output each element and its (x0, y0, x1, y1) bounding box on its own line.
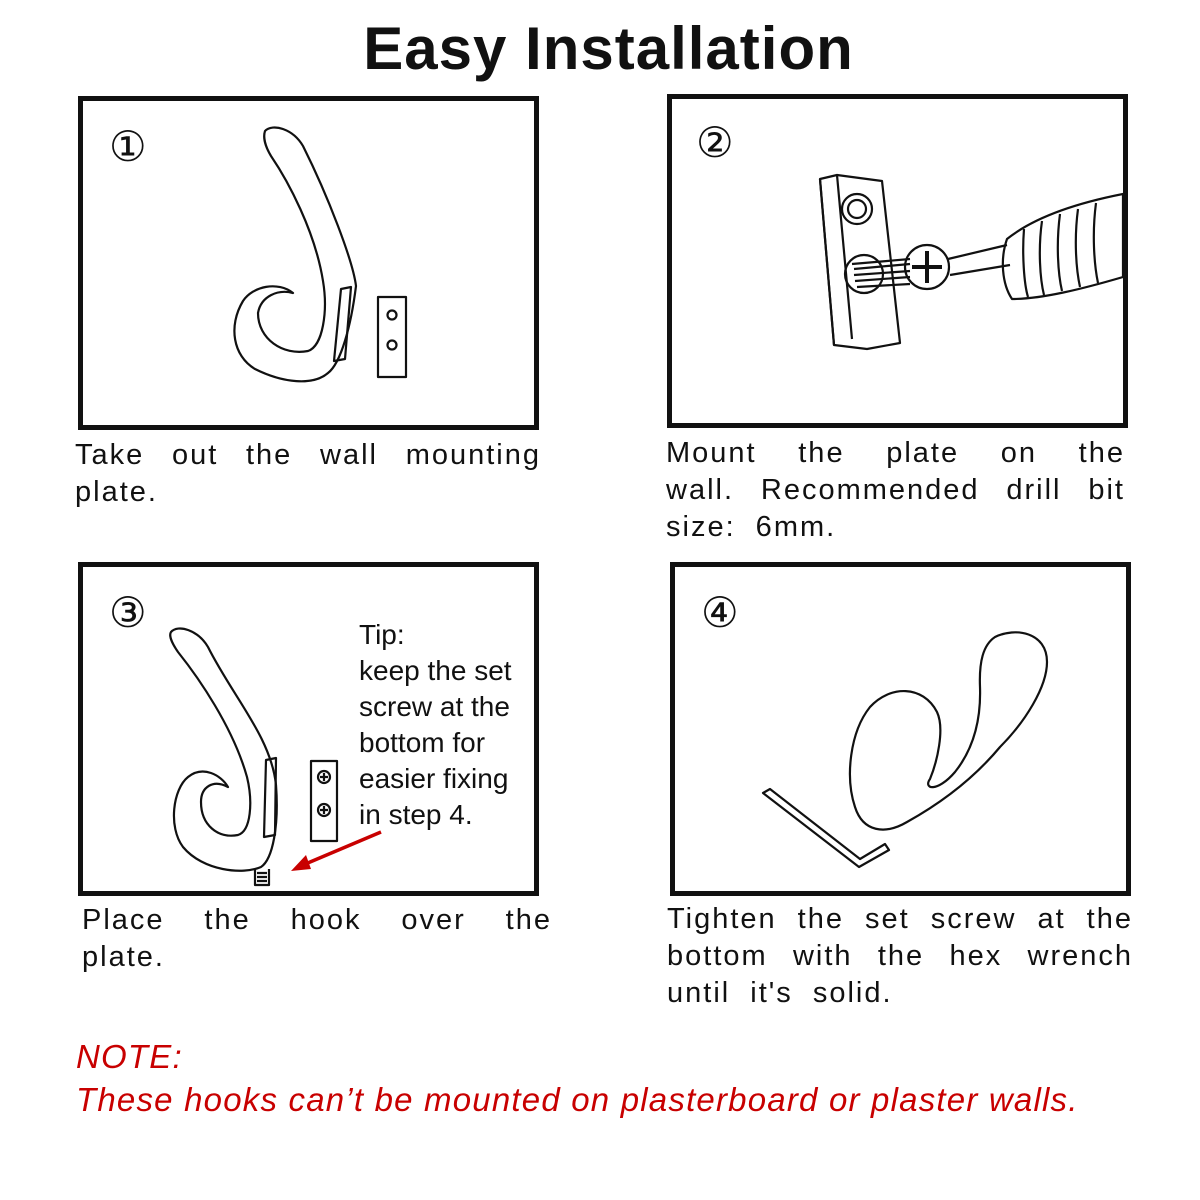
plate-hole-icon (840, 192, 874, 226)
plate-hole-icon (386, 309, 398, 321)
note-label: NOTE: (76, 1038, 183, 1075)
step-1-panel: ① (78, 96, 539, 430)
tip-line: Tip: (359, 619, 405, 650)
tip-line: easier fixing (359, 763, 509, 794)
warning-note: NOTE: These hooks can’t be mounted on pl… (76, 1035, 1079, 1121)
step-4-panel: ④ (670, 562, 1131, 896)
step-4-caption: Tighten the set screw at the bottom with… (667, 903, 1133, 1009)
plate-hole-icon (386, 339, 398, 351)
screw-head-icon (903, 243, 951, 291)
step-4-illustration (761, 631, 1049, 869)
hook-slot-icon (332, 285, 353, 363)
step-3-tip: Tip: keep the set screw at the bottom fo… (359, 617, 512, 833)
screw-head-icon (316, 802, 332, 818)
tip-line: keep the set (359, 655, 512, 686)
step-3-panel: ③ Tip: keep the set screw at the bottom … (78, 562, 539, 896)
mounting-plate-icon (376, 295, 408, 379)
step-2-caption: Mount the plate on the wall. Recommended… (666, 437, 1125, 543)
hook-slot-icon (262, 756, 278, 839)
hex-wrench-icon (761, 787, 891, 869)
coat-hook-icon (848, 631, 1049, 831)
step-3-caption: Place the hook over the plate. (82, 904, 552, 973)
coat-hook-icon (169, 627, 278, 872)
arrow-icon (302, 830, 382, 867)
drill-icon (1001, 192, 1123, 301)
step-2-panel: ② (667, 94, 1128, 428)
mounting-plate-icon (309, 759, 339, 843)
step-3-illustration (169, 627, 382, 887)
step-2-illustration (818, 173, 1123, 351)
page-title: Easy Installation (363, 15, 854, 82)
tip-line: bottom for (359, 727, 486, 758)
screw-thread-icon (851, 257, 911, 289)
tip-line: screw at the (359, 691, 510, 722)
step-1-caption: Take out the wall mounting plate. (75, 439, 541, 508)
screw-head-icon (316, 769, 332, 785)
step-1-illustration (233, 126, 408, 383)
set-screw-icon (253, 869, 271, 887)
coat-hook-icon (233, 126, 358, 383)
note-text: These hooks can’t be mounted on plasterb… (76, 1081, 1079, 1118)
tip-line: in step 4. (359, 799, 473, 830)
